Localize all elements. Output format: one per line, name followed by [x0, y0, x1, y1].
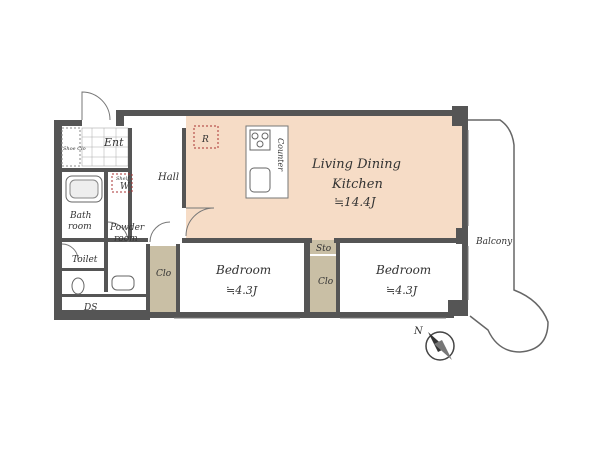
- entrance-tile-grid: [82, 128, 128, 166]
- walls: [54, 106, 468, 320]
- toilet-icon: [71, 277, 85, 295]
- bath-label-2: room: [68, 222, 92, 232]
- compass-icon: [425, 331, 455, 361]
- bath-label-1: Bath: [69, 211, 91, 221]
- bedroom-left-area: ≒4.3J: [226, 284, 258, 297]
- ldk-label-2: Kitchen: [331, 177, 383, 192]
- doors: [61, 91, 215, 261]
- storage-label: Sto: [316, 244, 332, 254]
- counter-label: Counter: [276, 138, 285, 172]
- ldk-label-1: Living Dining: [311, 157, 401, 172]
- washer-label: W: [120, 182, 130, 192]
- closet-right-floor: [310, 256, 338, 312]
- washer-space: [111, 173, 133, 193]
- closet-right-label: Clo: [318, 277, 334, 287]
- fridge-label: R: [201, 135, 209, 145]
- shelf-label: Shelf: [116, 176, 130, 182]
- shoe-closet-label: Shoe Clo: [63, 146, 86, 152]
- closet-left-label: Clo: [156, 269, 172, 279]
- balcony-outline: [468, 119, 549, 353]
- fridge-space: [193, 125, 219, 149]
- ldk-area: ≒14.4J: [334, 195, 377, 209]
- ldk-floor: [186, 116, 468, 240]
- windows: [174, 130, 469, 319]
- entrance-label: Ent: [103, 136, 124, 149]
- bedroom-right-label: Bedroom: [375, 263, 431, 277]
- closet-left-floor: [148, 246, 176, 314]
- bedroom-right-area: ≒4.3J: [386, 284, 418, 297]
- sink-icon: [249, 167, 271, 193]
- shoe-closet-box: [61, 127, 81, 167]
- powder-label-2: room: [114, 234, 138, 244]
- balcony-label: Balcony: [475, 237, 513, 247]
- powder-label-1: Powder: [109, 223, 145, 233]
- storage-floor: [310, 240, 338, 254]
- hall-label: Hall: [157, 172, 179, 183]
- washbasin-icon: [111, 275, 135, 291]
- bedroom-left-label: Bedroom: [215, 263, 271, 277]
- compass-label: N: [413, 326, 424, 337]
- ds-label: DS: [83, 303, 97, 313]
- toilet-label: Toilet: [72, 255, 98, 265]
- stove-icon: [249, 129, 271, 151]
